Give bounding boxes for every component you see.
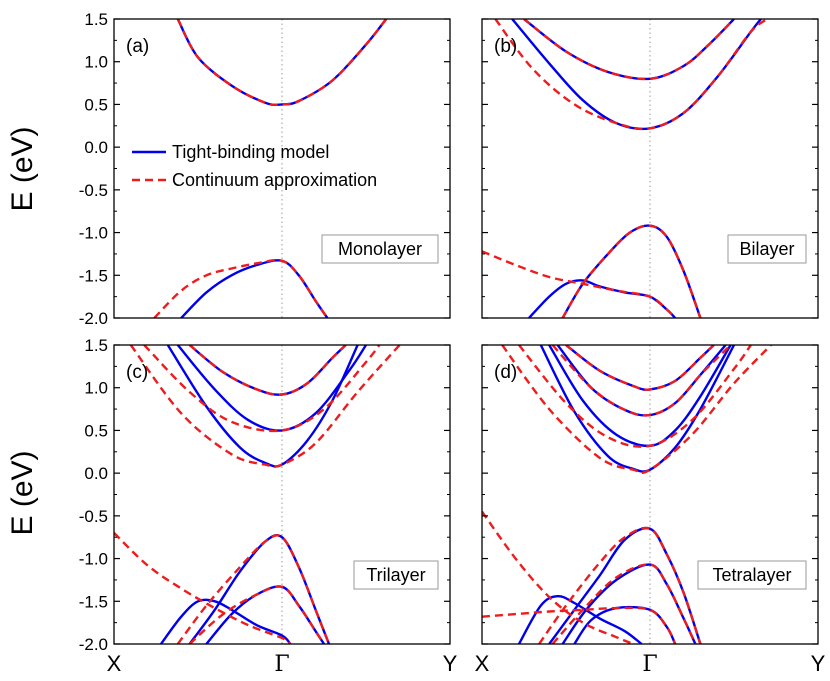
layer-label-box [353,560,439,590]
curves-c [114,345,401,644]
continuum-band-7 [482,510,634,644]
x-tick-x-right: X [475,651,490,676]
y-tick-label: 1.0 [84,379,108,398]
y-tick-label: 0.0 [84,138,108,157]
continuum-band-5 [551,563,697,644]
curves-d [482,345,772,644]
tight-binding-band-3 [539,345,736,473]
curves-a [153,19,388,318]
x-tick-x-left: X [107,651,122,676]
panel-tag-a: (a) [126,36,149,57]
continuum-band-4 [538,526,702,644]
tight-binding-band-7 [517,594,643,644]
continuum-band-0 [523,19,735,81]
y-tick-label: -1.5 [79,266,108,285]
y-axis-label-top: E (eV) [6,126,39,211]
panel-tag-c: (c) [126,362,148,383]
y-tick-label: -1.0 [79,550,108,569]
continuum-band-5 [114,532,292,644]
layer-label-c: Trilayer [366,565,425,585]
layer-label-d: Tetralayer [712,565,791,585]
continuum-band-6 [482,606,677,644]
tight-binding-band-4 [548,526,702,644]
curves-b [482,19,769,318]
tight-binding-band-2 [548,345,732,448]
continuum-band-3 [482,250,677,318]
legend-label-tight-binding: Tight-binding model [172,142,329,162]
continuum-band-0 [176,19,388,107]
continuum-band-3 [176,534,331,644]
y-tick-label: 0.5 [84,421,108,440]
tight-binding-band-2 [561,224,702,318]
panel-tag-d: (d) [494,362,517,383]
panel-tag-b: (b) [494,36,517,57]
continuum-band-3 [501,345,772,475]
y-tick-label: 0.0 [84,464,108,483]
tight-binding-band-3 [528,279,677,318]
tight-binding-band-6 [573,605,677,644]
continuum-band-0 [565,345,715,391]
continuum-band-2 [129,345,401,468]
panel-c: 1.5 1.0 0.5 0.0 -0.5 -1.0 -1.5 -2.0 (c) Trilayer [79,336,451,654]
x-tick-gamma-right: Γ [642,652,657,677]
tight-binding-band-1 [176,345,368,432]
y-tick-label: 1.0 [84,53,108,72]
continuum-band-2 [561,224,702,318]
tight-binding-band-1 [180,259,329,318]
continuum-band-0 [188,345,347,396]
layer-label-box [321,234,439,264]
x-tick-labels-right: X Γ Y [475,651,826,677]
legend: Tight-binding model Continuum approximat… [132,142,377,190]
legend-label-continuum: Continuum approximation [172,170,377,190]
y-tick-label: -0.5 [79,507,108,526]
continuum-band-2 [518,345,752,448]
continuum-band-1 [153,258,329,318]
panel-d: (d) Tetralayer [481,344,819,645]
layer-label-a: Monolayer [338,239,422,259]
continuum-band-4 [188,585,325,644]
continuum-band-1 [143,345,381,433]
x-tick-y-right: Y [811,651,826,676]
continuum-band-1 [494,19,769,131]
x-tick-y-left: Y [443,651,458,676]
layer-label-box [727,234,807,264]
y-tick-label: 0.5 [84,95,108,114]
layer-label-b: Bilayer [739,239,794,259]
y-tick-label: -0.5 [79,181,108,200]
y-tick-label: -2.0 [79,309,108,328]
tight-binding-band-5 [160,598,292,644]
panel-a: 1.5 1.0 0.5 0.0 -0.5 -1.0 -1.5 -2.0 (a) Monolayer [79,10,451,328]
panel-b: (b) Bilayer [481,18,819,319]
y-tick-label: -2.0 [79,635,108,654]
x-tick-gamma-left: Γ [274,652,289,677]
y-axis-label-bottom: E (eV) [6,450,39,535]
y-tick-label: 1.5 [84,336,108,355]
layer-label-box [697,560,807,590]
y-tick-label: 1.5 [84,10,108,29]
continuum-band-1 [551,345,732,417]
y-tick-label: -1.0 [79,224,108,243]
tight-binding-band-1 [511,19,762,131]
x-tick-labels-left: X Γ Y [107,651,458,677]
y-tick-label: -1.5 [79,592,108,611]
